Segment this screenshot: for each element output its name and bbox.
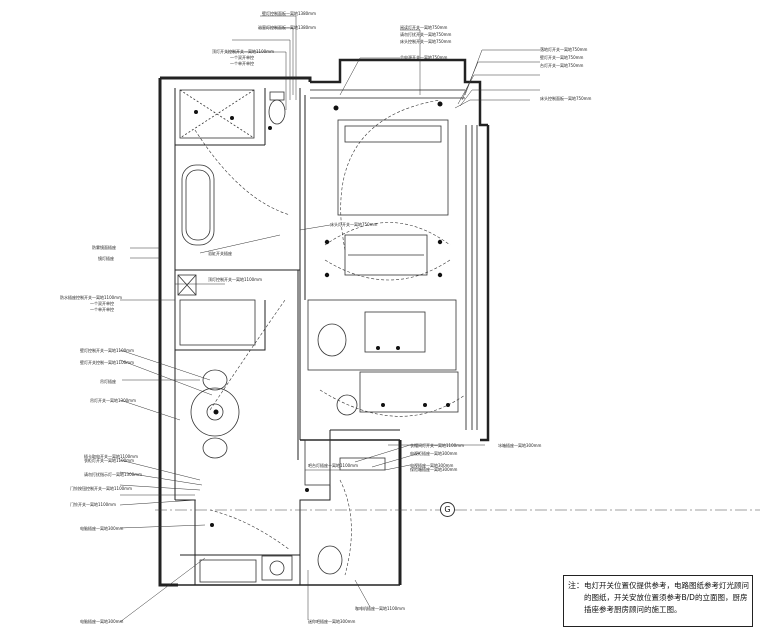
label-top-2: 浴室灯控制面板—离地1380mm: [258, 24, 316, 30]
label-left-9: 壁灯开关控制—离地1100mm: [80, 359, 134, 365]
label-left-5: 防水插座控制开关—离地1100mm: [60, 294, 122, 300]
label-mid-3: 电视柜插座—离地300mm: [410, 450, 458, 456]
label-top-10: 落地灯开关—离地750mm: [540, 46, 588, 52]
label-left-14: 请勿打扰指示灯—离地1300mm: [84, 471, 142, 477]
lighting-circuits: [194, 99, 466, 576]
label-top-12: 台灯开关—离地750mm: [540, 62, 584, 68]
label-mid-8: 迷你吧插座—离地300mm: [308, 618, 356, 624]
label-mid-1: 床头灯开关—离地750mm: [330, 221, 378, 227]
label-mid-7: 咖啡机插座—离地1100mm: [355, 605, 405, 611]
label-left-2: 镜灯插座: [98, 255, 114, 261]
label-top-3: 顶灯开关控制开关—离地1100mm: [212, 48, 274, 54]
label-top-1: 壁灯控制面板—离地1380mm: [262, 10, 316, 16]
label-mid-2: 衣帽间灯开关—离地1100mm: [410, 442, 464, 448]
label-top-11: 壁灯开关—离地750mm: [540, 54, 584, 60]
label-left-3: 浴缸开关插座: [208, 250, 232, 256]
label-mid-9: 保险箱插座—离地300mm: [410, 466, 458, 472]
label-top-13: 床头控制面板—离地750mm: [540, 95, 592, 101]
label-mid-6: 吧台灯插座—离地1100mm: [308, 462, 358, 468]
notes-line-2: 的图纸，开关安放位置须参考B/D的立面图，厨房: [584, 593, 748, 602]
grid-marker-g: G: [440, 502, 455, 517]
label-left-8: 壁灯控制开关—离地1100mm: [80, 347, 134, 353]
label-mid-4: 电视插座—离地300mm: [410, 462, 454, 468]
label-left-11: 吊灯开关—离地1300mm: [90, 397, 136, 403]
label-left-16: 门铃开关—离地1100mm: [70, 501, 116, 507]
label-mid-5: 冰箱插座—离地300mm: [498, 442, 542, 448]
label-top-4: 一个双开单控: [230, 54, 254, 60]
label-top-8: 床头控制开关—离地750mm: [400, 38, 452, 44]
furniture: [177, 89, 459, 583]
label-left-13: 衣柜灯开关—离地1100mm: [84, 457, 134, 463]
label-left-17: 电脑插座—离地300mm: [80, 525, 124, 531]
notes-line-3: 插座参考厨房顾问的施工图。: [584, 605, 682, 614]
label-left-4: 顶灯控制开关—离地1100mm: [208, 276, 262, 282]
label-left-18: 电脑插座—离地300mm: [80, 618, 124, 624]
label-top-7: 请勿打扰开关—离地750mm: [400, 31, 452, 37]
building-walls: [158, 58, 490, 587]
text-labels: 壁灯控制面板—离地1380mm 浴室灯控制面板—离地1380mm 顶灯开关控制开…: [60, 10, 592, 624]
notes-line-1: 电灯开关位置仅提供参考，电路图纸参考灯光顾问: [584, 581, 749, 590]
light-fixtures: [194, 101, 450, 527]
label-top-6: 阅读灯开关—离地750mm: [400, 24, 448, 30]
label-left-7: 一个单开单控: [90, 306, 114, 312]
label-left-10: 吊灯插座: [100, 378, 116, 384]
label-top-5: 一个单开单控: [230, 60, 254, 66]
notes-title: 注：: [568, 581, 584, 590]
label-top-9: 总电源开关—离地750mm: [400, 54, 448, 60]
label-left-6: 一个双开单控: [90, 300, 114, 306]
leader-lines: [119, 15, 540, 623]
label-left-12: 插卡取电开关—离地1100mm: [84, 453, 138, 459]
label-left-15: 门铃按钮控制开关—离地1100mm: [70, 485, 132, 491]
notes-box: 注： 电灯开关位置仅提供参考，电路图纸参考灯光顾问 的图纸，开关安放位置须参考B…: [563, 575, 753, 627]
label-left-1: 防雾镜面插座: [92, 244, 116, 250]
